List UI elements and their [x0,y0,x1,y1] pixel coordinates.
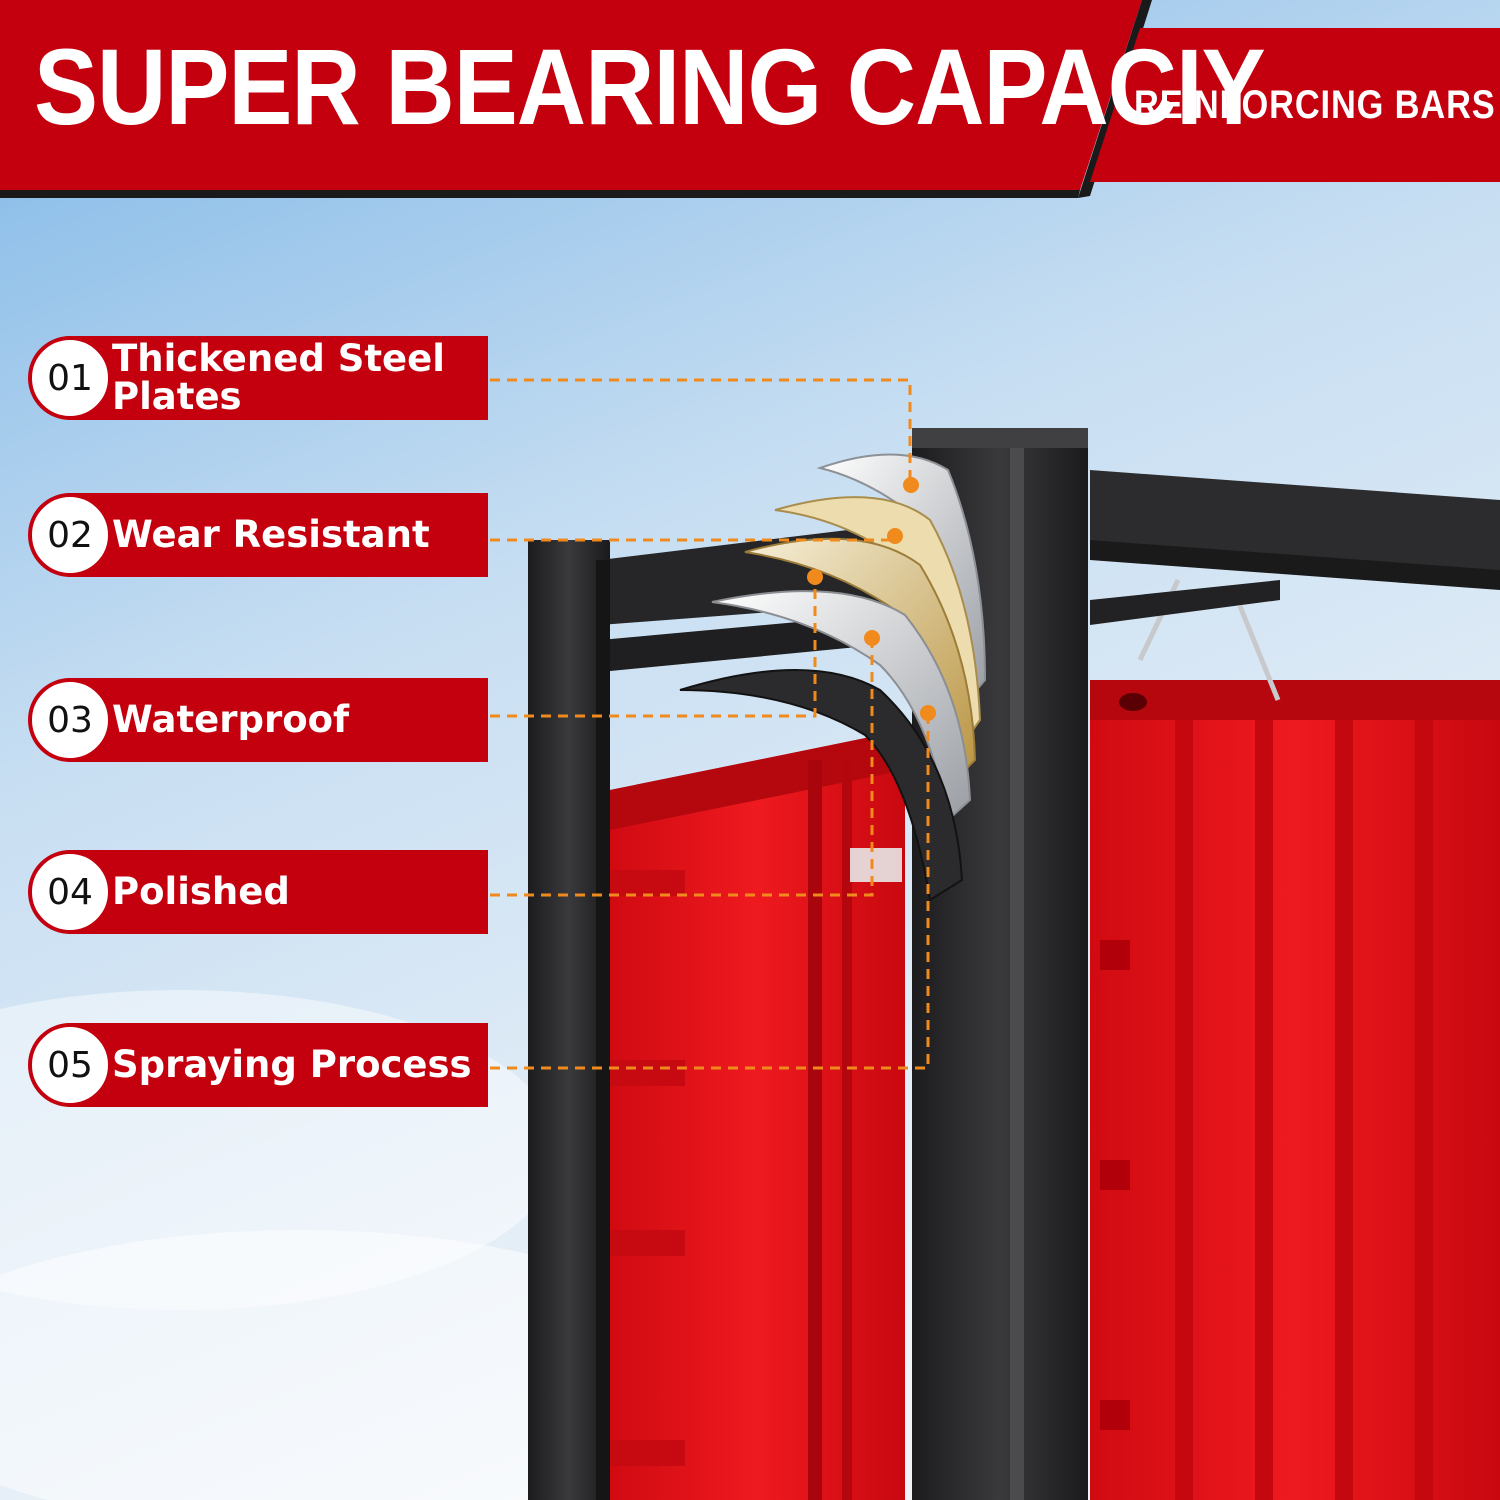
leader-line-03 [490,577,817,718]
leader-line-04 [490,638,874,897]
feature-label: Waterproof [112,698,350,741]
leader-dot-02 [887,528,903,544]
feature-number-badge: 04 [28,850,112,934]
feature-label: Spraying Process [112,1043,472,1086]
feature-number-badge: 02 [28,493,112,577]
leader-line-01 [490,378,912,485]
headline: SUPER BEARING CAPACIY [34,27,1266,148]
container-right [1090,680,1500,1500]
feature-bar [68,336,488,420]
feature-item-03: 03 Waterproof [28,678,488,762]
leader-lines [490,378,930,1070]
leader-dot-01 [903,477,919,493]
feature-number-badge: 05 [28,1023,112,1107]
feature-item-02: 02 Wear Resistant [28,493,488,577]
feature-number-badge: 01 [28,336,112,420]
leader-dot-04 [864,630,880,646]
subheadline: REINFORCING BARS [1134,83,1496,127]
feature-bar [68,493,488,577]
feature-label: Wear Resistant [112,513,430,556]
feature-bar [68,1023,488,1107]
feature-label: Thickened Steel Plates [112,337,445,418]
feature-bar [68,850,488,934]
feature-number-badge: 03 [28,678,112,762]
feature-item-05: 05 Spraying Process [28,1023,488,1107]
leader-dots [807,477,936,721]
frame-posts [528,428,1088,1500]
leader-dot-03 [807,569,823,585]
feature-item-01: 01 Thickened Steel Plates [28,336,488,420]
header-banner [0,0,1500,198]
feature-bar [68,678,488,762]
feature-item-04: 04 Polished [28,850,488,934]
container-left [610,730,905,1500]
leader-line-05 [490,713,930,1070]
layer-stack-cutaway [679,453,987,902]
feature-label: Polished [112,870,290,913]
leader-dot-05 [920,705,936,721]
